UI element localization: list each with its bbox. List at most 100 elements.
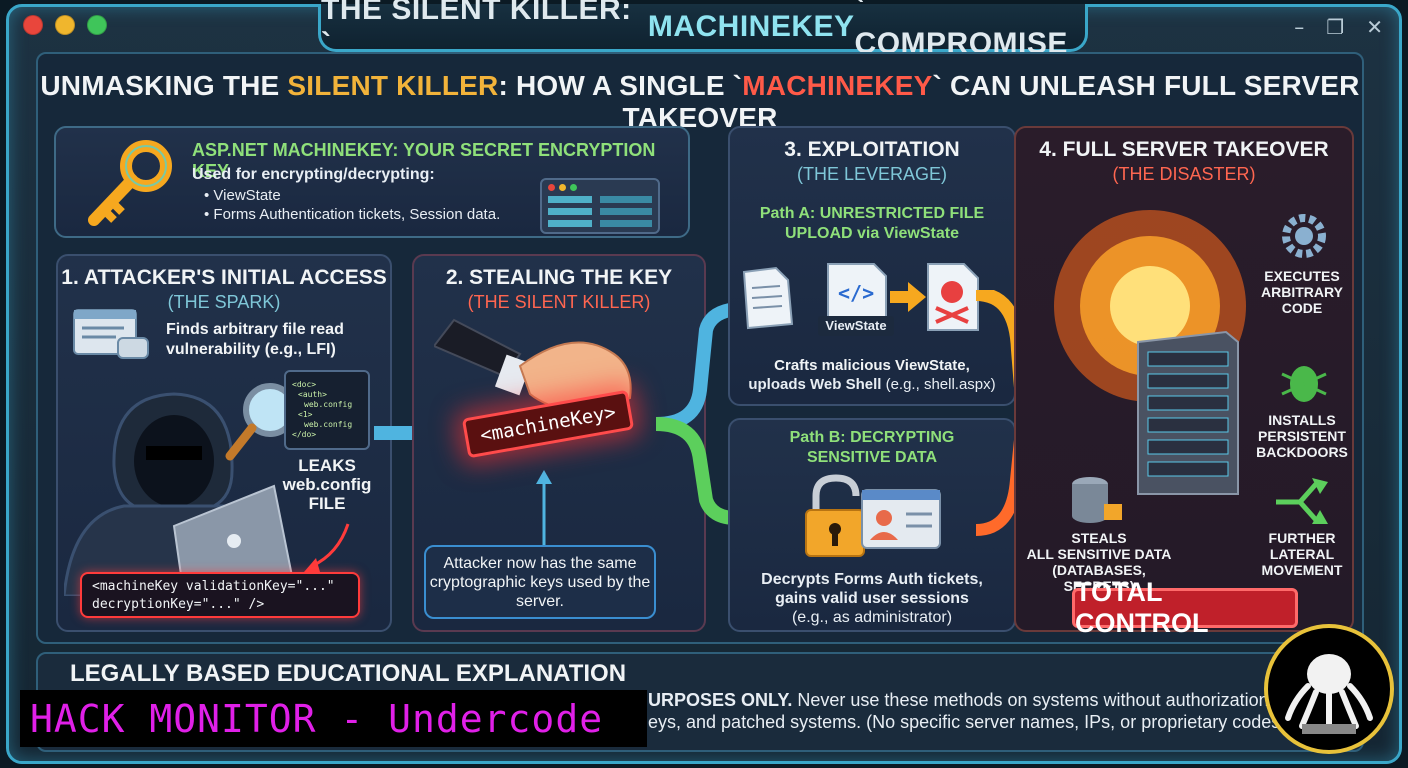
code-line: <machineKey validationKey="...": [92, 579, 335, 594]
server-rack-icon: [1137, 330, 1239, 495]
bug-icon: [1281, 366, 1327, 402]
viewstate-file-icon: </>: [827, 263, 887, 321]
step3-subtitle: (THE LEVERAGE): [796, 164, 948, 184]
code-line: decryptionKey="..." />: [92, 597, 265, 612]
step1-title: 1. ATTACKER'S INITIAL ACCESS: [61, 266, 387, 289]
path-a-title-line: Path A: UNRESTRICTED FILE: [759, 205, 985, 222]
path-b-desc-line: gains valid user sessions: [775, 590, 969, 607]
step1-leaks: LEAKS web.config FILE: [272, 456, 382, 513]
leaks-line: LEAKS: [298, 456, 356, 475]
executes-label: EXECUTES ARBITRARY CODE: [1252, 268, 1352, 316]
footer-line-1: URPOSES ONLY. Never use these methods on…: [648, 690, 1274, 711]
installs-label: INSTALLS PERSISTENT BACKDOORS: [1252, 412, 1352, 460]
list-item: ViewState: [204, 186, 500, 205]
padlock-icon: [805, 474, 865, 557]
label-line: MOVEMENT: [1261, 562, 1343, 578]
close-icon[interactable]: ✕: [1366, 15, 1383, 39]
window-controls: – ❐ ✕: [1294, 15, 1383, 39]
leaks-line: web.config: [282, 475, 372, 494]
step2-subtitle: (THE SILENT KILLER): [467, 292, 651, 312]
label-line: BACKDOORS: [1256, 444, 1348, 460]
title-prefix: THE SILENT KILLER: `: [321, 0, 632, 60]
title-bar: – ❐ ✕: [9, 7, 1399, 53]
machinekey-code-box: <machineKey validationKey="..." decryptio…: [80, 572, 360, 618]
label-line: EXECUTES: [1264, 268, 1340, 284]
label-line: INSTALLS: [1268, 412, 1336, 428]
info-title: ASP.NET MACHINEKEY: YOUR SECRET ENCRYPTI…: [192, 140, 656, 181]
viewstate-label: ViewState: [818, 316, 894, 336]
info-used-for: Used for encrypting/decrypting:: [192, 166, 435, 183]
headline-part: : HOW A SINGLE `: [498, 70, 743, 101]
label-line: FURTHER: [1268, 530, 1336, 546]
svg-text:</>: </>: [838, 281, 874, 305]
maximize-icon[interactable]: ❐: [1326, 15, 1345, 39]
step1-panel: 1. ATTACKER'S INITIAL ACCESS (THE SPARK)…: [56, 254, 392, 632]
step2-title: 2. STEALING THE KEY: [445, 266, 673, 289]
code-line: <1>: [298, 410, 313, 419]
database-lock-icon: [1072, 477, 1122, 523]
page-headline: UNMASKING THE SILENT KILLER: HOW A SINGL…: [38, 70, 1362, 134]
step1-subtitle: (THE SPARK): [167, 292, 281, 312]
label-line: ARBITRARY: [1261, 284, 1343, 300]
path-b-title-line: Path B: DECRYPTING: [789, 429, 955, 446]
step1-finds: Finds arbitrary file read vulnerability …: [166, 321, 344, 358]
window-traffic-lights: [23, 15, 107, 35]
footer-heading: LEGALLY BASED EDUCATIONAL EXPLANATION: [70, 660, 627, 687]
key-icon: [88, 140, 172, 226]
total-control-badge: TOTAL CONTROL: [1072, 577, 1298, 638]
watermark-overlay: HACK MONITOR - Undercode: [20, 690, 647, 747]
orange-arrow-icon: [890, 282, 926, 312]
document-icon: [742, 266, 794, 330]
step4-subtitle: (THE DISASTER): [1112, 164, 1256, 184]
skull-file-icon: [927, 263, 979, 331]
label-line: STEALS: [1071, 530, 1127, 546]
further-label: FURTHER LATERAL MOVEMENT: [1252, 530, 1352, 578]
magnifier-icon: [225, 383, 297, 461]
minimize-icon[interactable]: –: [1294, 15, 1305, 39]
code-line: web.config: [304, 400, 353, 409]
step3-panel-b: Path B: DECRYPTING SENSITIVE DATA Decryp…: [728, 418, 1016, 632]
footer-line-2: eys, and patched systems. (No specific s…: [648, 712, 1312, 732]
step4-panel: 4. FULL SERVER TAKEOVER (THE DISASTER) E…: [1014, 126, 1354, 632]
code-line: <auth>: [298, 390, 327, 399]
machinekey-info-panel: ASP.NET MACHINEKEY: YOUR SECRET ENCRYPTI…: [54, 126, 690, 238]
path-a-desc-bold: uploads Web Shell: [748, 376, 882, 393]
path-b-desc-line: Decrypts Forms Auth tickets,: [761, 571, 983, 588]
path-b-desc: Decrypts Forms Auth tickets, gains valid…: [730, 570, 1014, 627]
list-item: Forms Authentication tickets, Session da…: [204, 205, 500, 224]
path-a-desc: Crafts malicious ViewState, uploads Web …: [730, 356, 1014, 394]
window-title: THE SILENT KILLER: `MACHINEKEY` COMPROMI…: [318, 0, 1088, 60]
label-line: ALL SENSITIVE DATA: [1026, 546, 1172, 562]
label-line: PERSISTENT: [1258, 428, 1346, 444]
path-a-title-line: UPLOAD via ViewState: [785, 225, 959, 242]
info-list: ViewState Forms Authentication tickets, …: [204, 186, 500, 224]
minimize-dot-icon[interactable]: [55, 15, 75, 35]
red-arrow-icon: [304, 523, 350, 572]
steals-label: STEALS ALL SENSITIVE DATA (DATABASES, SE…: [1016, 530, 1182, 594]
path-a-desc-rest: (e.g., shell.aspx): [881, 376, 996, 393]
code-line: <doc>: [292, 380, 317, 389]
step4-title: 4. FULL SERVER TAKEOVER: [1039, 138, 1329, 161]
title-highlight: MACHINEKEY: [647, 9, 855, 43]
footer-bold: URPOSES ONLY.: [648, 690, 793, 710]
path-a-desc-line: Crafts malicious ViewState,: [774, 357, 970, 374]
code-line: web.config: [304, 420, 353, 429]
step2-note: Attacker now has the same cryptographic …: [424, 545, 656, 619]
close-dot-icon[interactable]: [23, 15, 43, 35]
lateral-arrows-icon: [1276, 478, 1328, 524]
zoom-dot-icon[interactable]: [87, 15, 107, 35]
path-a-title: Path A: UNRESTRICTED FILE UPLOAD via Vie…: [730, 204, 1014, 244]
label-line: LATERAL: [1269, 546, 1335, 562]
step3-panel-a: 3. EXPLOITATION (THE LEVERAGE) Path A: U…: [728, 126, 1016, 406]
footer-text: Never use these methods on systems witho…: [792, 690, 1274, 710]
headline-part: UNMASKING THE: [40, 70, 288, 101]
octopus-logo: [1264, 624, 1394, 754]
headline-highlight: SILENT KILLER: [287, 70, 499, 101]
code-file-window: <doc> <auth> web.config <1> web.config <…: [284, 370, 370, 450]
path-b-desc-line: (e.g., as administrator): [791, 609, 953, 626]
id-card-icon: [861, 489, 941, 549]
gear-icon: [1282, 214, 1326, 258]
leaks-line: FILE: [308, 494, 346, 513]
path-b-title: Path B: DECRYPTING SENSITIVE DATA: [730, 428, 1014, 468]
server-window-icon: [540, 178, 660, 234]
